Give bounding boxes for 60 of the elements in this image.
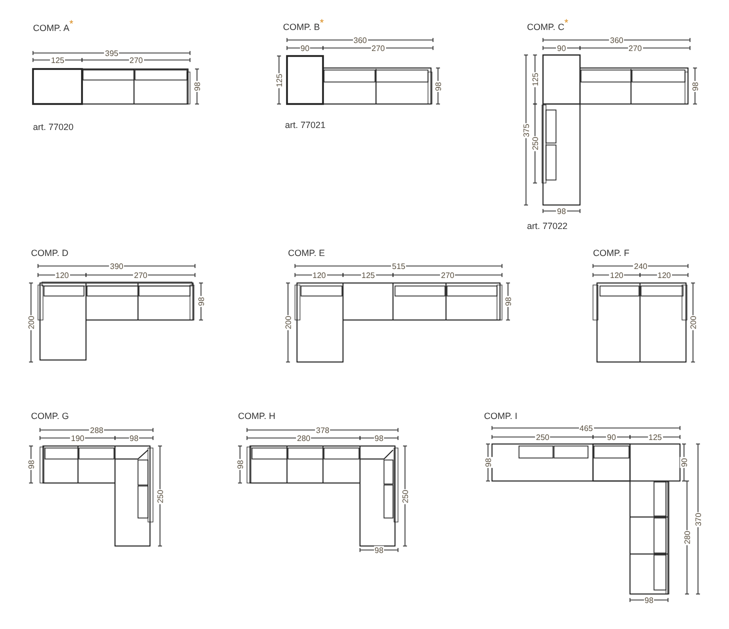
dimension-label: 270 — [128, 56, 144, 64]
dimension-label: 378 — [315, 426, 330, 434]
dimension-label: 120 — [609, 270, 624, 280]
dimension-label: 98 — [374, 434, 384, 442]
dimension-label: 390 — [109, 262, 124, 270]
dimension-label: 90 — [679, 457, 688, 468]
dimension-label: 270 — [440, 270, 456, 280]
dimension-label: 280 — [682, 530, 692, 546]
caption-text: art. 77021 — [285, 120, 326, 130]
dimension-label: 90 — [556, 44, 567, 52]
dimension-label: 98 — [433, 80, 442, 92]
dimension-label: 125 — [274, 72, 284, 88]
dimension-label: 98 — [196, 296, 206, 307]
dimension-label: 90 — [300, 44, 310, 52]
caption-text: art. 77022 — [527, 221, 568, 231]
dimension-label: 120 — [54, 270, 70, 280]
dimension-label: 200 — [284, 314, 293, 330]
dimension-label: 98 — [690, 80, 700, 92]
dimension-label: 125 — [360, 270, 376, 280]
dimension-label: 288 — [89, 426, 104, 434]
dimension-label: 125 — [648, 432, 663, 442]
dimension-label: 200 — [26, 314, 36, 330]
dimension-label: 98 — [483, 457, 492, 468]
dimension-label: 250 — [530, 136, 540, 152]
caption-text: COMP. H — [238, 411, 276, 421]
dimension-label: 370 — [694, 511, 703, 527]
caption-text: COMP. D — [31, 248, 68, 258]
caption-text: COMP. F — [593, 248, 630, 258]
dimension-label: 120 — [312, 270, 327, 280]
dimension-label: 190 — [70, 434, 86, 442]
dimension-label: 240 — [633, 262, 648, 270]
dimension-label: 360 — [352, 36, 368, 44]
dimension-label: 120 — [656, 270, 672, 280]
dimension-label: 360 — [609, 36, 624, 44]
caption-text: art. 77020 — [33, 122, 74, 132]
dimension-label: 98 — [235, 459, 244, 470]
dimension-label: 280 — [296, 434, 312, 442]
dimension-label: 98 — [128, 434, 140, 442]
dimension-label: 250 — [400, 488, 410, 504]
dimension-label: 98 — [644, 596, 654, 604]
dimension-label: 98 — [26, 459, 36, 470]
dimension-label: 90 — [606, 432, 617, 442]
caption-text: COMP. I — [484, 411, 518, 421]
dimension-label: 395 — [104, 48, 120, 58]
dimension-label: 98 — [556, 206, 567, 216]
dimension-label: 250 — [535, 432, 550, 442]
dimension-label: 270 — [133, 270, 148, 280]
caption-text: COMP. G — [31, 411, 69, 421]
dimension-label: 465 — [578, 424, 594, 432]
dimension-label: 200 — [688, 314, 698, 330]
dimension-label: 125 — [50, 56, 66, 64]
dimension-label: 270 — [370, 44, 386, 52]
dimension-label: 270 — [628, 44, 643, 52]
dimension-label: 98 — [503, 296, 512, 307]
dimension-label: 125 — [530, 72, 540, 88]
dimension-label: 515 — [391, 262, 406, 270]
dimension-label: 250 — [156, 488, 165, 504]
dimension-label: 375 — [522, 122, 531, 138]
caption-text: COMP. E — [288, 248, 325, 258]
dimension-label: 98 — [192, 81, 202, 92]
